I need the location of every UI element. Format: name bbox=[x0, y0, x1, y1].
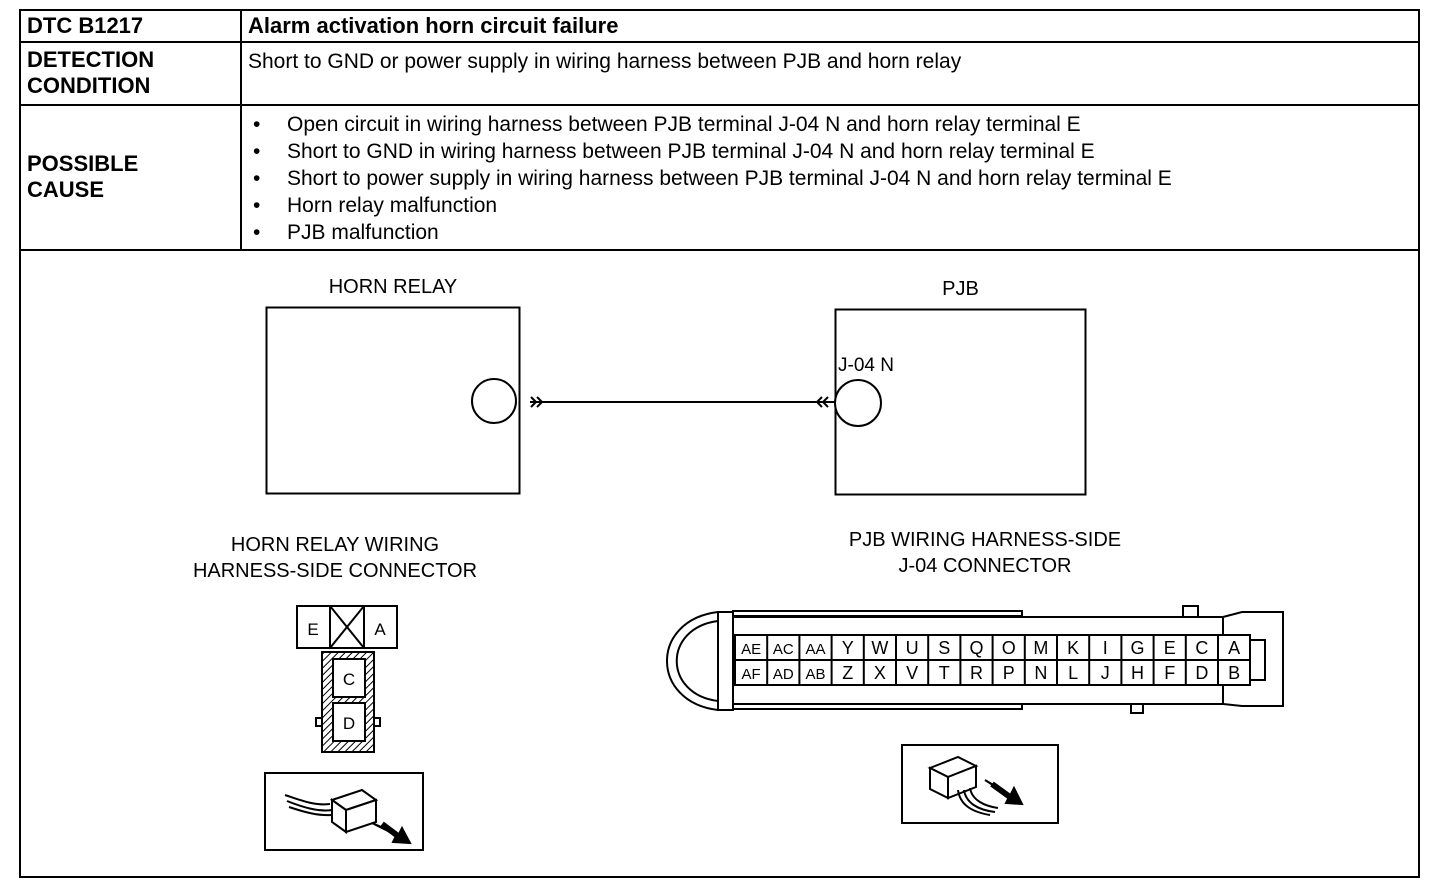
horn-connector-caption: HORN RELAY WIRING HARNESS-SIDE CONNECTOR bbox=[135, 532, 535, 584]
horn-pin-d: D bbox=[343, 714, 355, 733]
dtc-code: DTC B1217 bbox=[27, 13, 144, 38]
pjb-pin-p: P bbox=[1003, 663, 1015, 683]
pjb-pin-grid bbox=[766, 635, 1219, 685]
pjb-pin-r: R bbox=[970, 663, 983, 683]
pjb-pin-a: A bbox=[1228, 638, 1240, 658]
pjb-pin-e: E bbox=[1164, 638, 1176, 658]
pjb-connector-view-icon bbox=[901, 744, 1059, 824]
horn-connector-view-icon bbox=[264, 772, 424, 851]
detection-text: Short to GND or power supply in wiring h… bbox=[248, 50, 962, 73]
pjb-pin-z: Z bbox=[842, 663, 853, 683]
cause-item: Horn relay malfunction bbox=[253, 192, 1172, 219]
horn-pin-c: C bbox=[343, 670, 355, 689]
pjb-pin-aa: AA bbox=[805, 641, 825, 658]
pjb-pin-f: F bbox=[1164, 663, 1175, 683]
horn-relay-box bbox=[265, 306, 521, 495]
cause-item: PJB malfunction bbox=[253, 219, 1172, 246]
pjb-pin-w: W bbox=[871, 638, 888, 658]
pjb-connector-caption-line1: PJB WIRING HARNESS-SIDE bbox=[848, 529, 1122, 551]
procedure-table bbox=[19, 9, 1420, 878]
pjb-pin-i: I bbox=[1103, 638, 1108, 658]
detection-label-line2: CONDITION bbox=[27, 73, 151, 98]
pjb-pin-h: H bbox=[1131, 663, 1144, 683]
pjb-pin-k: K bbox=[1067, 638, 1079, 658]
pjb-pin-n: N bbox=[1034, 663, 1047, 683]
cause-item: Short to GND in wiring harness between P… bbox=[253, 138, 1172, 165]
pjb-title: PJB bbox=[942, 278, 979, 300]
column-divider bbox=[240, 9, 242, 251]
pjb-pin-m: M bbox=[1033, 638, 1048, 658]
pjb-pin-ae: AE bbox=[741, 641, 761, 658]
pjb-j04-connector bbox=[666, 605, 1284, 714]
horn-relay-terminal-circle bbox=[471, 378, 517, 424]
pjb-pin-b: B bbox=[1228, 663, 1240, 683]
horn-pin-a: A bbox=[374, 620, 386, 639]
pjb-pin-g: G bbox=[1130, 638, 1144, 658]
pjb-pin-s: S bbox=[938, 638, 950, 658]
dtc-title: Alarm activation horn circuit failure bbox=[248, 13, 619, 38]
pjb-pin-u: U bbox=[906, 638, 919, 658]
horn-relay-title: HORN RELAY bbox=[328, 276, 458, 298]
pjb-pin-ab: AB bbox=[805, 666, 825, 683]
pjb-pin-q: Q bbox=[969, 638, 983, 658]
pjb-terminal-circle bbox=[834, 379, 882, 427]
horn-relay-connector bbox=[296, 605, 398, 753]
pjb-connector-caption: PJB WIRING HARNESS-SIDE J-04 CONNECTOR bbox=[785, 527, 1185, 579]
cause-item: Short to power supply in wiring harness … bbox=[253, 165, 1172, 192]
harness-wire bbox=[530, 396, 835, 408]
possible-cause-label: POSSIBLE CAUSE bbox=[27, 151, 138, 203]
pjb-pin-ac: AC bbox=[773, 641, 794, 658]
possible-cause-label-line1: POSSIBLE bbox=[27, 151, 139, 176]
pjb-pin-o: O bbox=[1002, 638, 1016, 658]
pjb-pin-c: C bbox=[1195, 638, 1208, 658]
horn-connector-caption-line2: HARNESS-SIDE CONNECTOR bbox=[192, 560, 478, 582]
cause-list: Open circuit in wiring harness between P… bbox=[253, 111, 1172, 246]
pjb-pin-y: Y bbox=[842, 638, 854, 658]
pjb-pin-ad: AD bbox=[773, 666, 794, 683]
horn-connector-caption-line1: HORN RELAY WIRING bbox=[230, 534, 440, 556]
pjb-pin-x: X bbox=[874, 663, 886, 683]
pjb-pin-j: J bbox=[1101, 663, 1110, 683]
row-divider bbox=[19, 41, 1420, 43]
pjb-connector-caption-line2: J-04 CONNECTOR bbox=[898, 555, 1072, 577]
pjb-pin-l: L bbox=[1068, 663, 1078, 683]
cause-item: Open circuit in wiring harness between P… bbox=[253, 111, 1172, 138]
row-divider bbox=[19, 104, 1420, 106]
detection-label: DETECTION CONDITION bbox=[27, 47, 154, 99]
horn-pin-e: E bbox=[307, 620, 318, 639]
pjb-pin-t: T bbox=[939, 663, 950, 683]
pjb-pin-af: AF bbox=[742, 666, 761, 683]
pjb-pin-v: V bbox=[906, 663, 918, 683]
possible-cause-label-line2: CAUSE bbox=[27, 177, 105, 202]
pjb-pin-d: D bbox=[1195, 663, 1208, 683]
pjb-terminal-label: J-04 N bbox=[838, 355, 894, 376]
detection-label-line1: DETECTION bbox=[27, 47, 155, 72]
row-divider bbox=[19, 249, 1420, 251]
